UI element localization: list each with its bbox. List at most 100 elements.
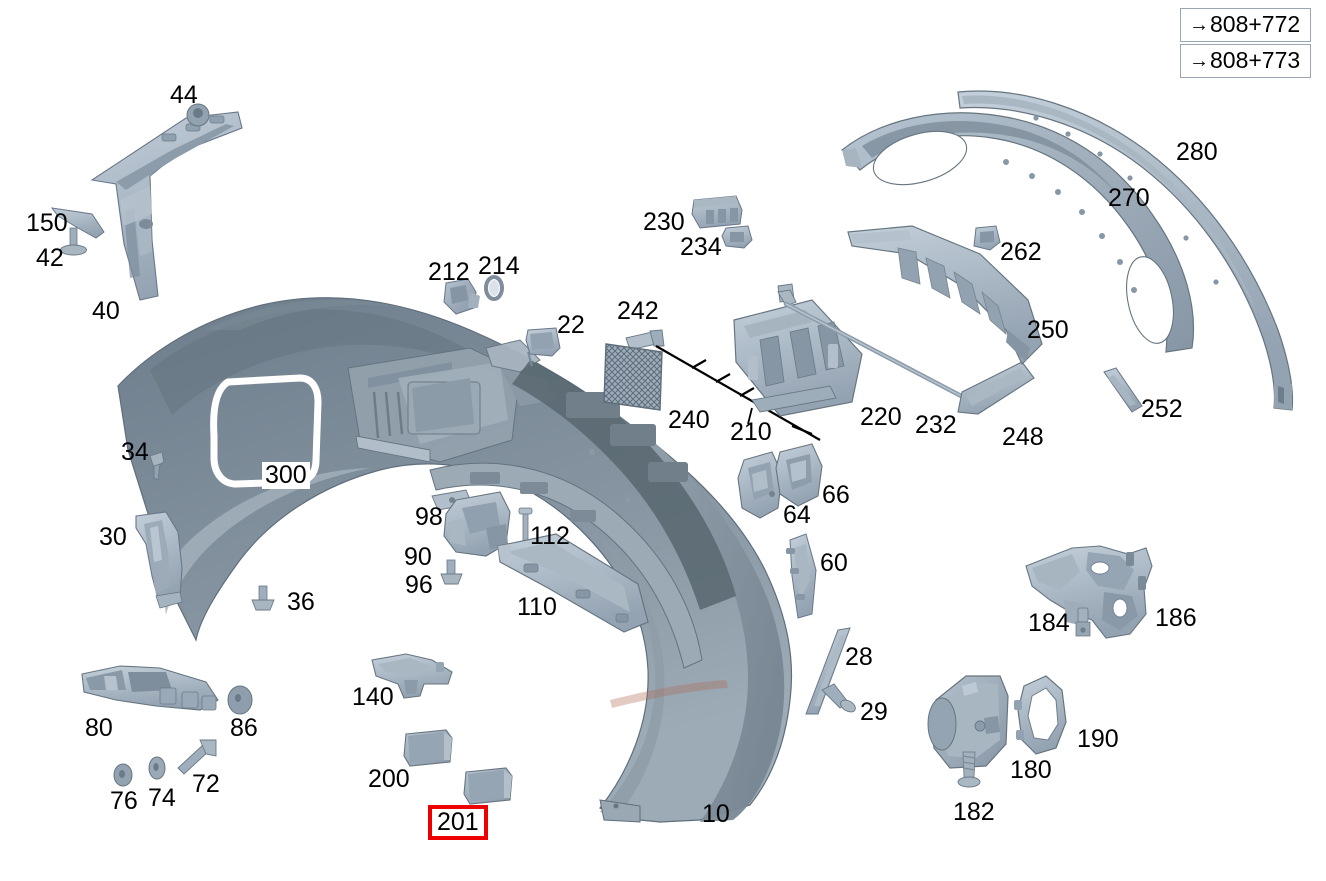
callout-label-72[interactable]: 72 <box>192 770 220 798</box>
callout-label-96[interactable]: 96 <box>405 571 433 599</box>
callout-label-248[interactable]: 248 <box>1002 423 1044 451</box>
part-valance-270 <box>841 112 1195 353</box>
part-washer-74 <box>148 756 166 780</box>
callout-label-220[interactable]: 220 <box>860 403 902 431</box>
part-mesh-grille-240 <box>603 343 663 411</box>
part-panel-110 <box>497 533 649 633</box>
part-bolt-72 <box>177 739 217 775</box>
callout-label-232[interactable]: 232 <box>915 411 957 439</box>
callout-label-186[interactable]: 186 <box>1155 604 1197 632</box>
part-washer-76 <box>113 763 133 787</box>
callout-label-201[interactable]: 201 <box>428 805 488 840</box>
callout-label-214[interactable]: 214 <box>478 252 520 280</box>
callout-label-44[interactable]: 44 <box>170 81 198 109</box>
part-screw-182 <box>957 751 981 788</box>
part-diffuser-250 <box>847 225 1043 366</box>
part-sensor-212 <box>443 278 480 315</box>
callout-label-28[interactable]: 28 <box>845 643 873 671</box>
part-absorber-66 <box>775 443 823 507</box>
callout-label-150[interactable]: 150 <box>26 209 68 237</box>
reference-code: 808+772 <box>1210 11 1301 37</box>
part-rod-232 <box>777 289 987 411</box>
part-pin-42 <box>60 227 87 256</box>
callout-label-86[interactable]: 86 <box>230 714 258 742</box>
part-clip-150 <box>50 207 105 239</box>
callout-label-182[interactable]: 182 <box>953 798 995 826</box>
arrow-icon: → <box>1189 13 1209 36</box>
callout-label-30[interactable]: 30 <box>99 523 127 551</box>
callout-label-64[interactable]: 64 <box>783 501 811 529</box>
part-ring-214 <box>484 275 504 301</box>
callout-label-300[interactable]: 300 <box>262 462 310 489</box>
callout-label-210[interactable]: 210 <box>730 418 772 446</box>
callout-label-60[interactable]: 60 <box>820 549 848 577</box>
part-trim-280 <box>957 90 1294 411</box>
callout-label-212[interactable]: 212 <box>428 258 470 286</box>
callout-label-110[interactable]: 110 <box>517 593 557 621</box>
part-carrier-220 <box>733 283 863 417</box>
part-connector-230 <box>691 195 743 229</box>
callout-label-66[interactable]: 66 <box>822 481 850 509</box>
part-bracket-80 <box>81 665 219 711</box>
callout-label-29[interactable]: 29 <box>860 698 888 726</box>
part-absorber-64 <box>737 451 783 519</box>
part-clip-96 <box>440 559 463 585</box>
arrow-icon: → <box>1189 49 1209 72</box>
callout-label-240[interactable]: 240 <box>668 406 710 434</box>
part-bolt-242 <box>625 329 665 351</box>
callout-label-34[interactable]: 34 <box>121 438 149 466</box>
callout-label-42[interactable]: 42 <box>36 244 64 272</box>
part-washer-86 <box>227 685 253 715</box>
callout-label-184[interactable]: 184 <box>1028 609 1070 637</box>
part-bracket-140 <box>371 653 453 699</box>
callout-label-180[interactable]: 180 <box>1010 756 1052 784</box>
part-pin-29 <box>821 683 856 713</box>
callout-label-140[interactable]: 140 <box>352 683 394 711</box>
callout-label-90[interactable]: 90 <box>404 543 432 571</box>
part-bracket-40 <box>90 111 243 301</box>
part-spoiler-248 <box>957 361 1035 415</box>
part-clip-262 <box>973 225 1001 251</box>
part-bracket-30 <box>135 511 183 609</box>
part-bumper-cover-10 <box>117 297 793 823</box>
callout-label-190[interactable]: 190 <box>1077 725 1119 753</box>
part-pin-34 <box>149 451 165 481</box>
part-cover-200 <box>403 729 453 767</box>
callout-label-80[interactable]: 80 <box>85 714 113 742</box>
part-nut-44 <box>186 103 210 127</box>
callout-label-98[interactable]: 98 <box>415 503 443 531</box>
callout-label-250[interactable]: 250 <box>1027 316 1069 344</box>
callout-label-36[interactable]: 36 <box>287 588 315 616</box>
part-bracket-90 <box>443 491 511 557</box>
part-cover-201 <box>463 767 513 805</box>
part-trim-ring-190 <box>1014 675 1067 755</box>
part-bracket-186 <box>1025 545 1153 639</box>
callout-label-76[interactable]: 76 <box>110 787 138 815</box>
callout-label-252[interactable]: 252 <box>1141 395 1183 423</box>
callout-label-242[interactable]: 242 <box>617 297 659 325</box>
part-clip-36 <box>251 585 275 611</box>
reference-box-2[interactable]: → 808+773 <box>1180 44 1312 78</box>
callout-label-112[interactable]: 112 <box>530 522 570 550</box>
callout-label-74[interactable]: 74 <box>148 784 176 812</box>
part-exhaust-tip-180 <box>927 675 1009 769</box>
callout-label-230[interactable]: 230 <box>643 208 685 236</box>
callout-label-280[interactable]: 280 <box>1176 138 1218 166</box>
callout-label-10[interactable]: 10 <box>702 800 730 828</box>
callout-label-22[interactable]: 22 <box>557 311 585 339</box>
part-bracket-22 <box>525 327 561 367</box>
callout-label-262[interactable]: 262 <box>1000 238 1042 266</box>
part-strip-252 <box>1103 367 1143 413</box>
callout-label-40[interactable]: 40 <box>92 297 120 325</box>
reference-code: 808+773 <box>1210 47 1301 73</box>
callout-label-270[interactable]: 270 <box>1108 184 1150 212</box>
leader-line-210 <box>655 345 821 441</box>
callout-label-200[interactable]: 200 <box>368 765 410 793</box>
callout-label-234[interactable]: 234 <box>680 233 722 261</box>
reference-box-1[interactable]: → 808+772 <box>1180 8 1312 42</box>
part-strip-60 <box>786 533 817 619</box>
part-screw-184 <box>1075 607 1091 637</box>
part-connector-234 <box>721 225 753 249</box>
